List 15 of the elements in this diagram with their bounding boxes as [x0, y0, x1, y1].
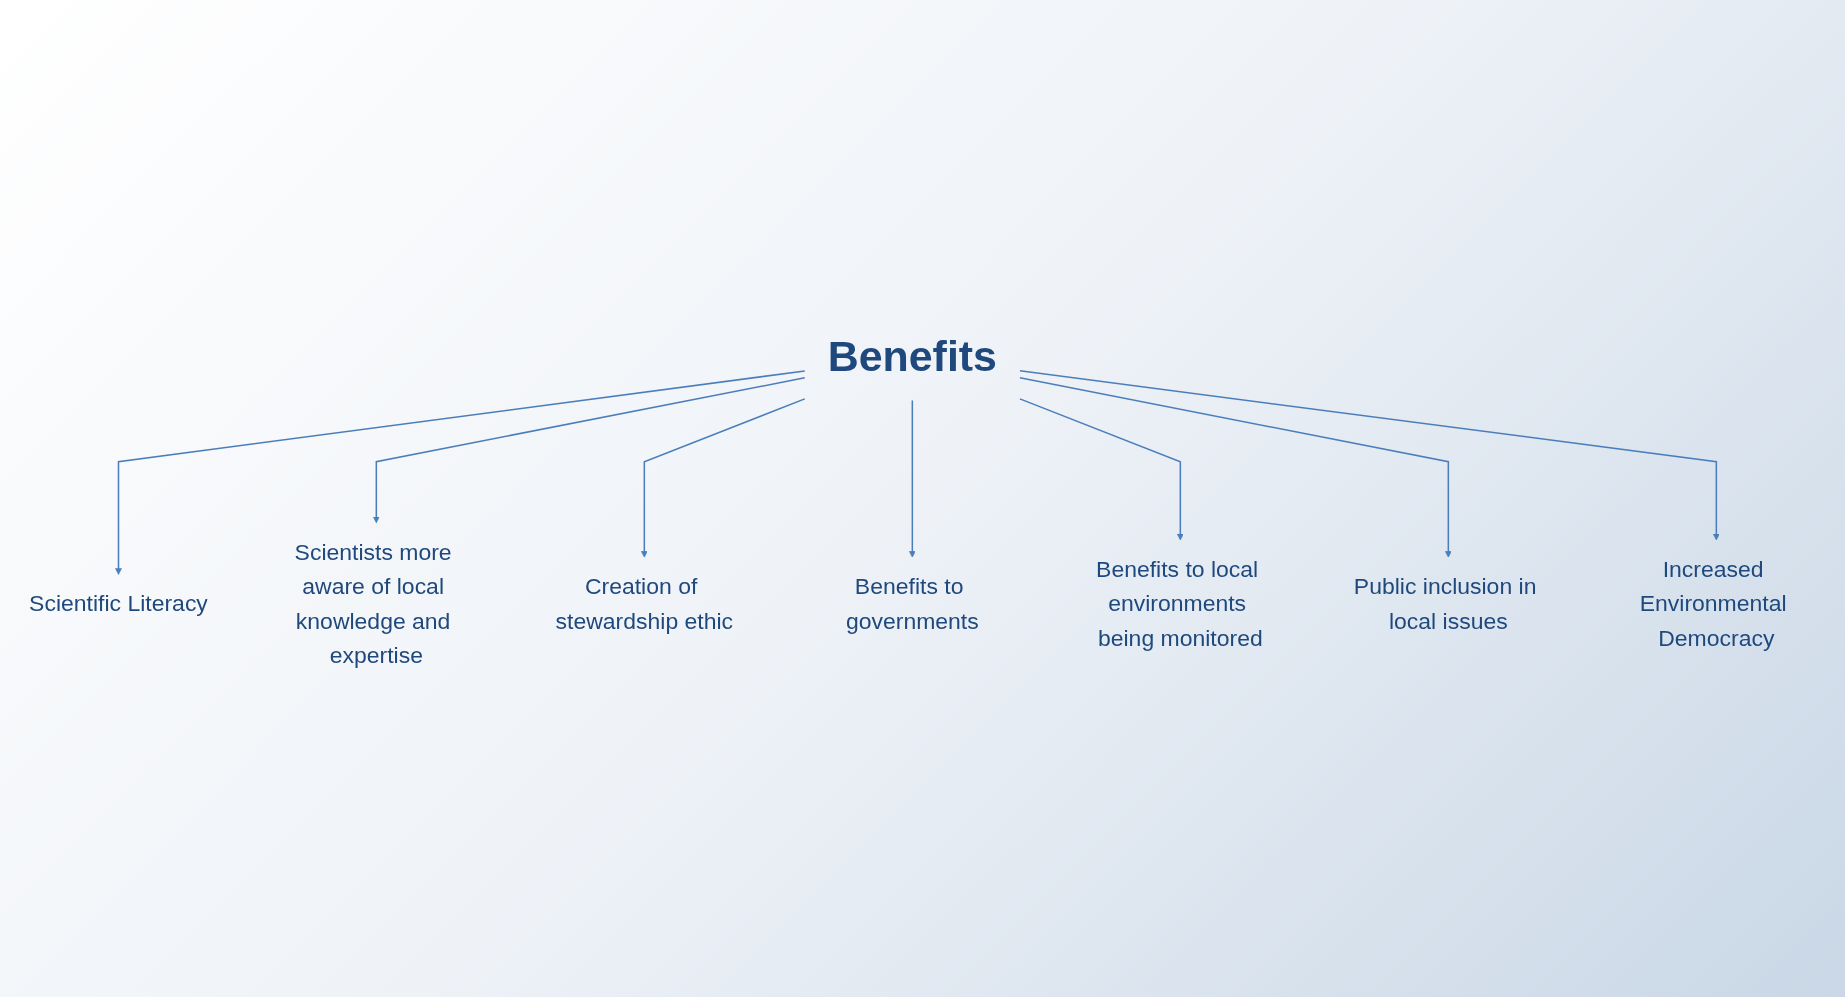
node-text: Benefits [827, 332, 997, 381]
node-text: Benefits to local environments being monitored [1096, 556, 1263, 651]
node-text: Scientific Literacy [29, 590, 208, 617]
arrow [1019, 377, 1452, 558]
node-text: Increased Environmental Democracy [1639, 556, 1787, 651]
arrow [372, 377, 806, 524]
node-text: Scientists more aware of local knowledge and expertise [294, 539, 452, 668]
node-text: Public inclusion in local issues [1353, 573, 1537, 634]
node-text: Benefits to governments [845, 573, 979, 634]
arrow [640, 398, 806, 558]
arrow [1019, 370, 1720, 541]
node-text: Creation of stewardship ethic [555, 573, 734, 634]
arrow [115, 370, 806, 575]
arrow [908, 399, 916, 558]
arrow [1019, 398, 1184, 541]
